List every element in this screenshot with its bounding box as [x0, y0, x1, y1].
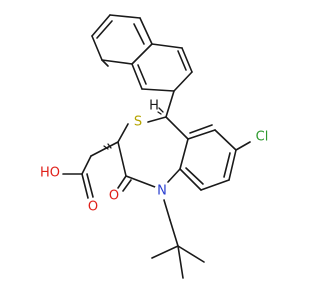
bond [177, 245, 205, 263]
bond [125, 175, 156, 188]
hydroxyl-label: HO [40, 166, 60, 181]
bond [131, 43, 153, 65]
bond [235, 141, 251, 151]
bond [91, 14, 111, 37]
bonds [62, 14, 251, 279]
hash-wedge [107, 143, 112, 149]
hash-wedge [157, 111, 162, 115]
bond [179, 168, 202, 191]
chlorine-label: Cl [256, 130, 269, 145]
atom-labels: S Cl N O HO O H [40, 99, 272, 215]
bond [86, 173, 94, 198]
ketone-oxygen-label: O [109, 189, 119, 204]
hash-wedge [158, 107, 164, 113]
bond [169, 219, 179, 247]
bond [101, 59, 133, 65]
bond [117, 141, 127, 177]
bond [173, 71, 193, 92]
bond [167, 168, 181, 183]
bond [151, 245, 179, 259]
bond [131, 63, 143, 90]
molecule-structure: S Cl N O HO O H [39, 14, 272, 279]
bond [189, 124, 213, 134]
bond [139, 17, 153, 45]
bond [117, 175, 127, 189]
bond [137, 64, 147, 85]
bond [122, 179, 132, 192]
bond [177, 50, 187, 71]
bond [200, 179, 230, 191]
bond [185, 167, 204, 185]
stereo-hydrogen-label: H [149, 99, 159, 114]
bond [101, 59, 109, 67]
acid-oxygen-label: O [88, 200, 98, 215]
stereo-wedges [103, 107, 164, 150]
bond [91, 35, 103, 61]
bond [163, 199, 171, 221]
bond [228, 149, 237, 181]
bond [147, 116, 167, 123]
bond [181, 47, 193, 73]
bond [96, 20, 113, 39]
bond [81, 155, 92, 175]
bond [141, 88, 175, 92]
bond [109, 14, 141, 19]
hash-wedge [103, 145, 109, 150]
bond [81, 173, 89, 199]
bond [117, 123, 129, 143]
bond [151, 43, 183, 49]
bond [165, 90, 175, 118]
bond [177, 245, 184, 279]
bond [90, 141, 119, 157]
nitrogen-label: N [157, 184, 167, 199]
bond [214, 129, 237, 151]
bond [187, 129, 216, 140]
bond [179, 138, 189, 170]
bond [165, 116, 189, 140]
bond [133, 23, 145, 45]
sulfur-label: S [134, 115, 142, 130]
bond [223, 152, 231, 178]
